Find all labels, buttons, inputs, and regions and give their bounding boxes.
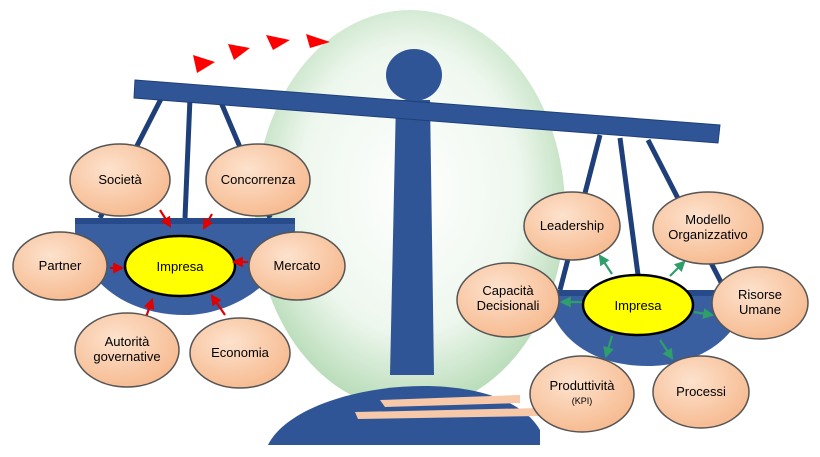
arrow-societa: [159, 209, 172, 228]
left-pan-top: [75, 218, 295, 224]
right-center-label: Impresa: [615, 298, 663, 313]
right-factor-modello: Modello Organizzativo: [652, 191, 764, 265]
left-factor-partner: Partner: [12, 231, 108, 301]
arrow-concorrenza: [202, 213, 214, 230]
arrow-leadership: [598, 254, 613, 275]
left-factor-economia: Economia: [189, 317, 291, 389]
factor-label: Processi: [676, 384, 726, 399]
right-center-ellipse: [581, 273, 695, 337]
factor-label: governative: [93, 349, 160, 364]
factor-label: Società: [98, 172, 142, 187]
scale-pillar: [390, 100, 434, 375]
tilt-arrows: [193, 34, 330, 73]
right-factor-leadership: Leadership: [523, 191, 621, 261]
right-factor-produttivita: Produttività (KPI): [529, 355, 635, 433]
left-factor-autorita: Autorità governative: [74, 312, 180, 388]
tilt-arrow-1: [193, 55, 215, 73]
left-factor-mercato: Mercato: [248, 231, 346, 301]
arrow-produttivita: [603, 335, 614, 359]
left-arrows: [110, 209, 248, 321]
right-factor-risorse: Risorse Umane: [711, 266, 809, 340]
left-factor-societa: Società: [69, 143, 171, 217]
factor-sublabel: (KPI): [572, 396, 593, 406]
left-center-label: Impresa: [157, 259, 205, 274]
arrow-risorse: [693, 308, 715, 319]
right-factor-capacita: Capacità Decisionali: [456, 262, 560, 338]
tilt-arrow-4: [306, 34, 330, 48]
base-highlight-2: [355, 408, 540, 419]
factor-label: Organizzativo: [668, 227, 747, 242]
tilt-arrow-3: [266, 35, 290, 50]
factor-label: Capacità: [482, 283, 534, 298]
left-factor-concorrenza: Concorrenza: [205, 143, 311, 217]
factor-label: Mercato: [274, 258, 321, 273]
arrow-processi: [659, 339, 674, 360]
factor-label: Leadership: [540, 218, 604, 233]
factor-label: Produttività: [549, 378, 615, 393]
factor-label: Decisionali: [477, 298, 540, 313]
scale-beam: [133, 79, 721, 144]
factor-label: Economia: [211, 345, 270, 360]
factor-label: Autorità: [105, 334, 151, 349]
arrow-economia: [210, 294, 226, 316]
tilt-arrow-2: [228, 44, 250, 60]
factor-label: Risorse: [738, 287, 782, 302]
right-factor-processi: Processi: [652, 355, 750, 429]
base-highlight-1: [380, 395, 520, 407]
arrow-modello: [669, 260, 686, 277]
factor-label: Concorrenza: [221, 172, 296, 187]
factor-label: Modello: [685, 212, 731, 227]
factor-label: Umane: [739, 302, 781, 317]
factor-label: Partner: [39, 258, 82, 273]
right-arrows: [559, 254, 715, 360]
scale-pivot: [386, 49, 442, 101]
